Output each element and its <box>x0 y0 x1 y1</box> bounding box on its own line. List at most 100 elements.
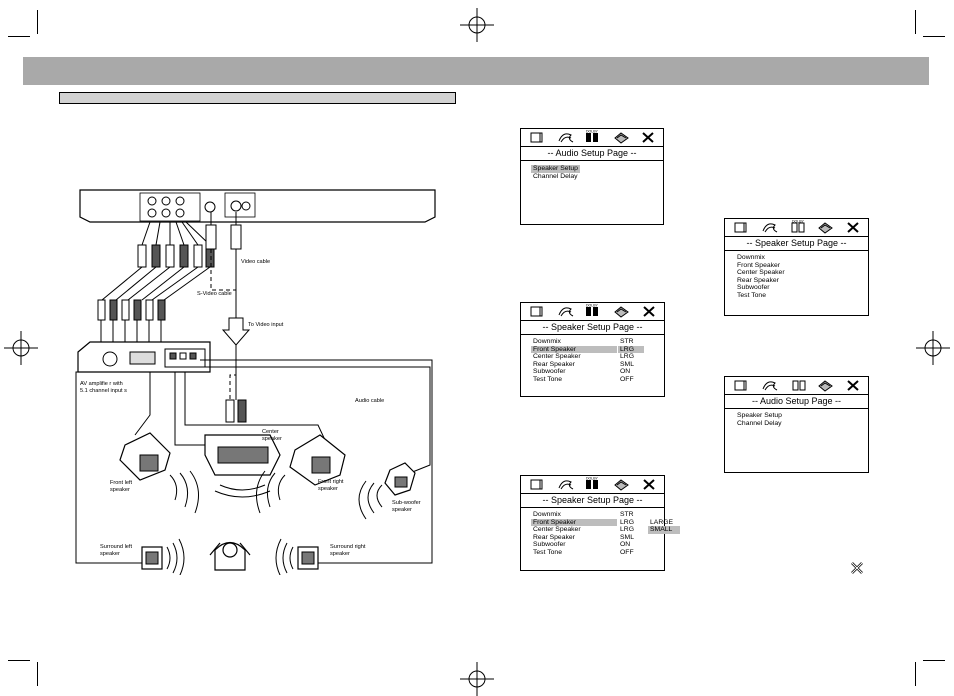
menu-item-channel-delay[interactable]: Channel Delay <box>737 419 782 427</box>
front-left-label-1: Front left <box>110 480 133 486</box>
exit-icon[interactable] <box>643 479 655 490</box>
setting-label: Rear Speaker <box>533 533 575 541</box>
setting-value: STR <box>620 511 634 518</box>
menu-item-front-speaker[interactable]: Front Speaker <box>737 261 781 269</box>
setting-label: Downmix <box>533 338 561 345</box>
language-icon[interactable] <box>530 132 543 143</box>
menu-item-speaker-setup[interactable]: Speaker Setup <box>531 165 580 173</box>
setting-value: LRG <box>620 518 634 526</box>
osd-icons: DOLBY <box>530 304 655 318</box>
setting-label: Test Tone <box>533 548 562 556</box>
setting-label: Subwoofer <box>533 541 566 549</box>
osd-icons: DOLBY <box>530 130 654 144</box>
page-header-bar <box>23 57 929 85</box>
exit-icon[interactable] <box>847 380 859 391</box>
surround-right-speaker <box>275 538 319 575</box>
subwoofer-speaker <box>358 462 416 520</box>
menu-item-test-tone[interactable]: Test Tone <box>737 291 766 299</box>
preferences-icon[interactable] <box>614 479 629 491</box>
av-amplifier-label-2: 5.1 channel input s <box>80 388 127 394</box>
listener-figure <box>209 541 251 571</box>
option-large[interactable]: LARGE <box>650 518 674 526</box>
exit-icon[interactable] <box>642 132 654 143</box>
setting-row-downmix[interactable]: Downmix STR <box>531 511 660 519</box>
setting-label: Downmix <box>533 511 561 518</box>
preferences-icon[interactable] <box>614 132 629 144</box>
menu-item-channel-delay[interactable]: Channel Delay <box>533 172 578 180</box>
setting-label: Center Speaker <box>533 526 581 534</box>
av-amplifier <box>77 341 211 373</box>
language-icon[interactable] <box>734 222 747 233</box>
audio-cables <box>97 221 215 342</box>
menu-item-subwoofer[interactable]: Subwoofer <box>737 284 770 292</box>
section-heading-bar <box>59 92 456 104</box>
dolby-audio-icon[interactable] <box>762 223 778 233</box>
setting-value: LRG <box>618 345 644 354</box>
crop-mark <box>923 36 945 37</box>
audio-cable-label: Audio cable <box>355 398 385 404</box>
speaker-icon[interactable]: DOLBY <box>586 477 599 490</box>
preferences-icon[interactable] <box>818 222 833 234</box>
registration-mark-left <box>4 331 38 365</box>
option-small[interactable]: SMALL <box>648 526 680 534</box>
speaker-icon[interactable]: DOLBY <box>586 130 599 143</box>
video-cable-label: Video cable <box>241 259 271 265</box>
video-cables <box>205 212 251 423</box>
svg-text:DOLBY: DOLBY <box>586 477 599 481</box>
osd-icon-bar: DOLBY <box>521 129 663 147</box>
crop-mark <box>8 36 30 37</box>
language-icon[interactable] <box>530 479 543 490</box>
surround-right-label-2: speaker <box>330 551 350 557</box>
front-right-label-1: Front right <box>318 479 344 485</box>
osd-audio-setup-screen-2: -- Audio Setup Page -- Speaker Setup Cha… <box>724 376 869 473</box>
speaker-icon[interactable] <box>792 380 806 391</box>
registration-mark-bottom <box>460 662 494 696</box>
dolby-audio-icon[interactable] <box>762 381 778 391</box>
subwoofer-label-1: Sub-woofer <box>392 500 421 506</box>
speaker-icon[interactable]: DOLBY <box>791 220 805 233</box>
menu-item-rear-speaker[interactable]: Rear Speaker <box>737 276 779 284</box>
exit-icon <box>851 562 863 574</box>
s-video-cable-label: S-Video cable <box>197 291 232 297</box>
connection-diagram <box>75 189 436 575</box>
surround-left-speaker <box>141 538 185 575</box>
speaker-icon[interactable]: DOLBY <box>586 304 599 317</box>
menu-item-center-speaker[interactable]: Center Speaker <box>737 269 785 277</box>
menu-item-speaker-setup[interactable]: Speaker Setup <box>737 412 782 419</box>
osd-icons: DOLBY <box>734 220 859 234</box>
exit-icon[interactable] <box>847 222 859 233</box>
setting-value: LRG <box>620 353 634 361</box>
dolby-audio-icon[interactable] <box>558 480 574 490</box>
menu-item-downmix[interactable]: Downmix <box>737 254 765 261</box>
dolby-audio-icon[interactable] <box>558 133 574 143</box>
preferences-icon[interactable] <box>818 380 833 392</box>
osd-title: -- Audio Setup Page -- <box>725 395 868 409</box>
exit-icon[interactable] <box>643 306 655 317</box>
front-right-speaker <box>255 434 346 514</box>
preferences-icon[interactable] <box>614 306 629 318</box>
language-icon[interactable] <box>734 380 747 391</box>
osd-title: -- Speaker Setup Page -- <box>725 237 868 251</box>
surround-right-label-1: Surround right <box>330 544 366 550</box>
language-icon[interactable] <box>530 306 543 317</box>
dvd-player-rear-panel <box>79 189 436 223</box>
crop-mark <box>915 662 916 686</box>
setting-label: Front Speaker <box>531 518 617 527</box>
front-left-speaker <box>119 432 200 514</box>
osd-icons <box>734 380 859 392</box>
setting-row-test-tone[interactable]: Test Tone OFF <box>531 549 660 557</box>
setting-value: OFF <box>620 548 634 556</box>
dolby-audio-icon[interactable] <box>558 307 574 317</box>
crop-mark <box>37 10 38 34</box>
registration-mark-right <box>916 331 950 365</box>
